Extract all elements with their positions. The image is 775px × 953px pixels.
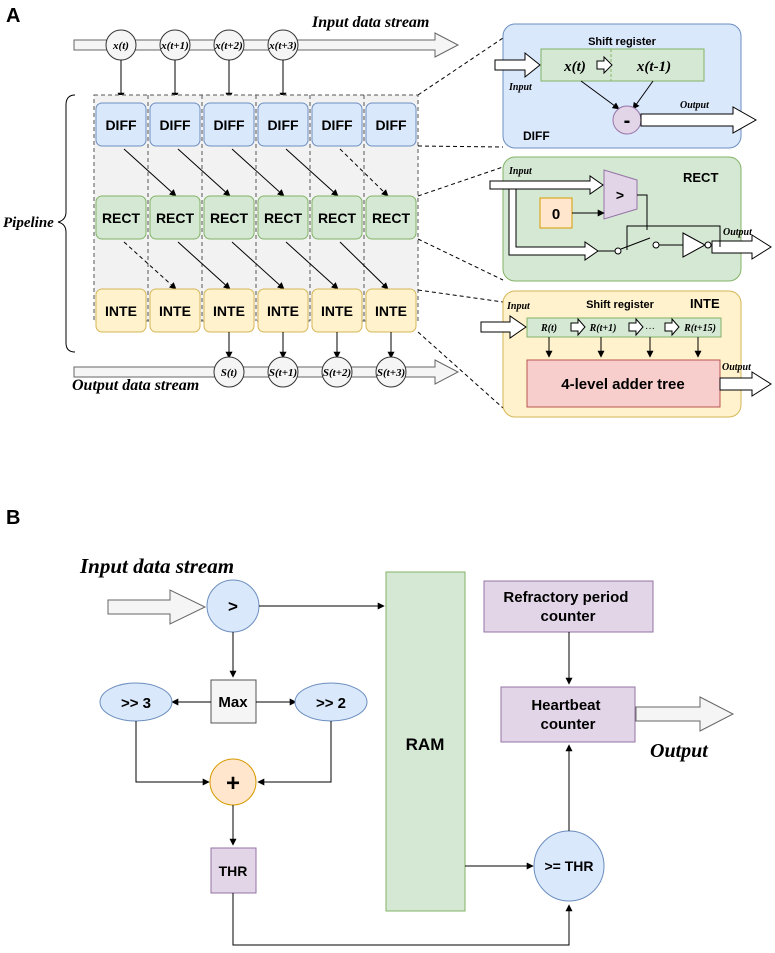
b-refractory-line1: Refractory period (503, 589, 628, 606)
inte-cell-label: INTE (159, 303, 191, 319)
b-compare-label: > (228, 597, 238, 616)
inte-detail-output: Output (722, 362, 752, 373)
diff-detail-name: DIFF (523, 129, 550, 143)
b-output-arrow (635, 696, 735, 732)
rect-row (95, 195, 417, 240)
diff-detail-reg1: x(t) (563, 59, 586, 75)
b-refractory-line2: counter (540, 608, 595, 625)
diff-detail-reg2: x(t-1) (636, 59, 671, 75)
b-output-label: Output (650, 740, 709, 762)
input-node-label: x(t+1) (160, 40, 189, 52)
rect-detail-cmp: > (616, 187, 624, 203)
b-refractory-label: Refractory period counter (503, 589, 632, 625)
rect-detail-name: RECT (683, 170, 718, 185)
inte-cell-label: INTE (375, 303, 407, 319)
diff-cell-label: DIFF (321, 117, 353, 133)
b-thr-label: THR (219, 863, 248, 879)
pipeline-grid (93, 94, 419, 322)
diff-detail-input: Input (508, 82, 533, 93)
panel-b-label: B (6, 507, 20, 529)
b-thr-box (210, 847, 257, 894)
rect-cell-label: RECT (264, 210, 303, 226)
b-ram-label: RAM (406, 735, 445, 754)
b-gte-label: >= THR (544, 858, 593, 874)
b-shr2-label: >> 2 (316, 695, 346, 712)
diff-row (95, 102, 417, 147)
diff-detail-op: - (624, 110, 631, 132)
input-node-label: x(t+2) (214, 40, 243, 52)
inte-cell-label: INTE (321, 303, 353, 319)
input-node-label: x(t+3) (268, 40, 297, 52)
inte-row (95, 288, 417, 333)
b-shr3-to-plus (135, 721, 210, 786)
inte-detail-adder: 4-level adder tree (561, 376, 684, 393)
rect-detail-zero: 0 (552, 206, 560, 223)
rect-detail-input: Input (508, 166, 533, 177)
b-refractory-box (483, 580, 654, 633)
b-input-stream-label: Input data stream (79, 554, 234, 578)
output-node-label: S(t+1) (269, 367, 297, 379)
b-max-label: Max (218, 694, 248, 711)
panel-a-label: A (6, 5, 20, 27)
rect-cell-label: RECT (102, 210, 141, 226)
inte-cell-label: INTE (267, 303, 299, 319)
b-plus-label: + (226, 770, 240, 797)
input-node-label: x(t) (112, 40, 129, 52)
output-arrows (225, 332, 395, 359)
rect-cell-label: RECT (318, 210, 357, 226)
b-shr2-to-plus (257, 721, 332, 786)
b-max-box (210, 679, 257, 724)
inte-detail-dots: ··· (645, 323, 655, 334)
inte-detail-r0: R(t) (540, 323, 557, 334)
inte-cell-label: INTE (213, 303, 245, 319)
diff-detail-title: Shift register (588, 36, 657, 48)
inte-detail-title: Shift register (586, 299, 655, 311)
diff-cell-label: DIFF (213, 117, 245, 133)
b-heartbeat-line1: Heartbeat (531, 697, 600, 714)
b-heartbeat-line2: counter (540, 716, 595, 733)
b-input-arrow (107, 589, 207, 625)
diff-detail (494, 23, 758, 149)
pipeline-label: Pipeline (3, 215, 54, 231)
inte-detail (480, 290, 772, 418)
b-ram-box (385, 571, 466, 912)
inte-detail-r15: R(t+15) (683, 323, 716, 334)
rect-cell-label: RECT (210, 210, 249, 226)
inte-cell-label: INTE (105, 303, 137, 319)
inte-detail-name: INTE (690, 296, 720, 311)
output-node-label: S(t+2) (323, 367, 351, 379)
b-thr-to-gte (232, 893, 573, 946)
input-stream-label: Input data stream (311, 14, 429, 31)
b-heartbeat-box (500, 686, 636, 743)
rect-cell-label: RECT (156, 210, 195, 226)
diff-cell-label: DIFF (375, 117, 407, 133)
diff-cell-label: DIFF (267, 117, 299, 133)
diff-cell-label: DIFF (159, 117, 191, 133)
b-heartbeat-label: Heartbeat counter (531, 697, 604, 733)
output-node-label: S(t+3) (377, 367, 405, 379)
zoom-lines (417, 37, 504, 409)
diff-cell-label: DIFF (105, 117, 137, 133)
input-arrows (117, 60, 287, 100)
pipeline-brace (57, 94, 76, 353)
rect-cell-label: RECT (372, 210, 411, 226)
diff-detail-output: Output (680, 100, 710, 111)
rect-to-inte-arrows (123, 241, 389, 290)
rect-detail-output: Output (723, 227, 753, 238)
output-node-label: S(t) (221, 367, 238, 379)
output-stream-label: Output data stream (72, 377, 199, 394)
output-nodes (213, 356, 407, 388)
inte-detail-r1: R(t+1) (589, 323, 617, 334)
diff-to-rect-arrows (123, 148, 389, 197)
rect-detail (489, 156, 772, 282)
b-shr3-label: >> 3 (121, 695, 151, 712)
output-stream-arrow (73, 359, 460, 385)
input-nodes (105, 29, 299, 61)
inte-detail-input: Input (506, 301, 531, 312)
